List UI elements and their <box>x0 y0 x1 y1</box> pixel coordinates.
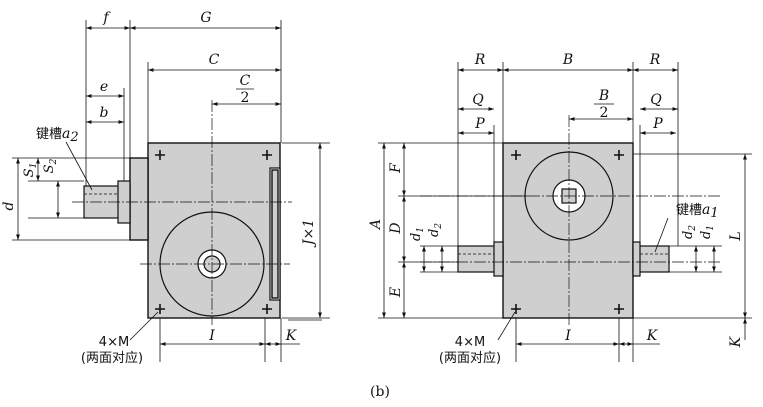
keyway-label-a2: 键槽a2 <box>36 126 79 145</box>
label-D: D <box>388 222 404 234</box>
label-L: L <box>728 231 744 241</box>
label-G: G <box>200 10 211 26</box>
right-view: R B R Q P B 2 Q P A F D E d1 d2 L K d2 d… <box>368 52 752 366</box>
label-C2-num: C <box>240 73 251 89</box>
label-d: d <box>1 201 17 210</box>
label-E: E <box>388 287 404 298</box>
label-b: b <box>100 105 109 121</box>
label-P-left: P <box>474 116 485 132</box>
label-R-right: R <box>649 52 661 68</box>
label-f: f <box>102 10 111 26</box>
label-B: B <box>562 52 573 68</box>
holes-note-right: (两面对应) <box>439 350 501 366</box>
label-d1-right: d1 <box>699 225 716 239</box>
figure-caption: (b) <box>370 384 390 400</box>
label-C2-den: 2 <box>241 90 250 106</box>
label-I-right: I <box>564 328 571 344</box>
keyway-label-a1: 键槽a1 <box>676 202 719 221</box>
label-A: A <box>368 219 384 231</box>
label-C: C <box>209 52 220 68</box>
label-B2-den: 2 <box>600 105 609 121</box>
label-B2-num: B <box>598 88 609 104</box>
label-d2-right: d2 <box>681 225 698 239</box>
label-K-bottom: K <box>646 328 659 344</box>
left-flange-collar <box>129 157 149 241</box>
label-d2-left: d2 <box>427 223 444 237</box>
label-K-right: K <box>728 335 744 348</box>
label-S2: S2 <box>42 158 59 173</box>
label-I: I <box>208 328 215 344</box>
label-K: K <box>285 328 298 344</box>
left-mount-holes <box>155 150 272 314</box>
label-R-left: R <box>474 52 486 68</box>
holes-label-left: 4×M <box>99 335 129 350</box>
label-d1-left: d1 <box>409 227 426 241</box>
label-J: J×1 <box>301 219 317 248</box>
label-e: e <box>100 79 108 95</box>
label-Q-left: Q <box>472 92 484 108</box>
label-F: F <box>388 162 404 174</box>
label-S1: S1 <box>22 163 39 178</box>
holes-note-left: (两面对应) <box>81 350 143 366</box>
left-view: f G C C 2 e b d S1 S2 J×1 I K 键槽a2 4×M (… <box>1 10 330 366</box>
label-P-right: P <box>652 116 663 132</box>
holes-label-right: 4×M <box>455 335 485 350</box>
label-Q-right: Q <box>650 92 662 108</box>
right-mount-holes <box>511 150 624 314</box>
